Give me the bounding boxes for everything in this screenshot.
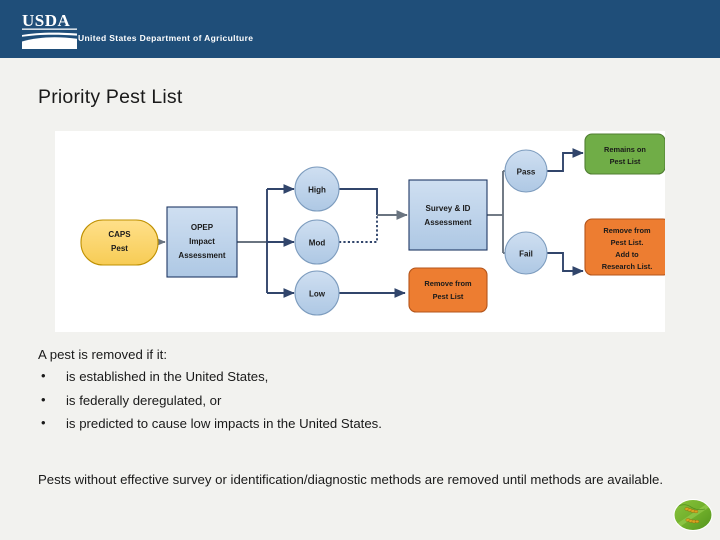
node-result-pass-label: Pass (517, 168, 536, 177)
node-opep-line-1: OPEP (191, 223, 214, 232)
node-survey-id-shape (408, 179, 488, 251)
node-remove-research-line-2: Pest List. (611, 238, 644, 247)
node-opep-assessment-shape (166, 206, 238, 278)
node-impact-mod-label: Mod (309, 239, 326, 248)
node-opep-assessment[interactable]: OPEP Impact Assessment (166, 206, 238, 278)
node-impact-low-label: Low (309, 290, 326, 299)
svg-text:USDA: USDA (22, 11, 71, 30)
node-result-pass-shape (504, 149, 548, 193)
node-impact-low[interactable]: Low (294, 270, 340, 316)
node-caps-pest-line-2: Pest (111, 244, 128, 253)
removal-criteria-block: A pest is removed if it: • is establishe… (38, 347, 688, 440)
list-item: • is federally deregulated, or (38, 391, 688, 410)
bullet-icon: • (41, 415, 46, 430)
removal-criteria-intro: A pest is removed if it: (38, 347, 167, 362)
usda-logo-icon: USDA (22, 11, 77, 49)
node-caps-pest-line-1: CAPS (108, 230, 131, 239)
edge-fail-to-research (547, 252, 584, 276)
node-result-fail[interactable]: Fail (504, 231, 548, 275)
page-title: Priority Pest List (38, 86, 183, 108)
node-impact-mod-shape (294, 219, 340, 265)
list-item-label: is federally deregulated, or (66, 392, 222, 408)
usda-header-banner: USDA United States Department of Agricul… (0, 0, 720, 58)
node-remove-add-research-list[interactable]: Remove from Pest List. Add to Research L… (584, 218, 665, 276)
node-remove-research-line-1: Remove from (603, 226, 651, 235)
node-remains-on-pest-list[interactable]: Remains on Pest List (584, 133, 665, 175)
node-result-fail-shape (504, 231, 548, 275)
node-remove-low-line-1: Remove from (424, 279, 472, 288)
node-remove-low-line-2: Pest List (433, 292, 464, 301)
node-impact-high-label: High (308, 186, 326, 195)
node-survey-id-assessment[interactable]: Survey & ID Assessment (408, 179, 488, 251)
node-remove-low-shape (408, 267, 488, 313)
list-item: • is established in the United States, (38, 368, 688, 386)
node-impact-high-shape (294, 166, 340, 212)
node-impact-mod[interactable]: Mod (294, 219, 340, 265)
node-opep-line-2: Impact (189, 237, 215, 246)
node-survey-id-line-1: Survey & ID (426, 204, 471, 213)
list-item-label: is established in the United States, (66, 369, 269, 384)
node-remove-research-line-3: Add to (615, 250, 639, 259)
node-opep-line-3: Assessment (178, 251, 225, 260)
list-item: • is predicted to cause low impacts in t… (38, 415, 688, 433)
node-impact-high[interactable]: High (294, 166, 340, 212)
node-impact-low-shape (294, 270, 340, 316)
pest-list-flowchart-panel: CAPS Pest OPEP Impact Assessment High Mo… (55, 131, 665, 332)
caterpillars-on-leaf-photo (673, 498, 713, 532)
node-caps-pest-shape (80, 219, 159, 266)
node-remove-from-pest-list[interactable]: Remove from Pest List (408, 267, 488, 313)
node-remove-research-shape (584, 218, 665, 276)
agency-wordmark: United States Department of Agriculture (78, 33, 254, 43)
node-remove-research-line-4: Research List. (602, 262, 653, 271)
node-remains-line-1: Remains on (604, 145, 646, 154)
pest-list-flowchart: CAPS Pest OPEP Impact Assessment High Mo… (80, 133, 665, 316)
closing-paragraph: Pests without effective survey or identi… (38, 472, 664, 487)
bullet-icon: • (41, 391, 46, 407)
node-survey-id-line-2: Assessment (424, 218, 471, 227)
bullet-icon: • (41, 368, 46, 383)
edge-high-to-survey (339, 188, 378, 215)
node-caps-pest[interactable]: CAPS Pest (80, 219, 159, 266)
edge-pass-to-remains (547, 148, 584, 172)
removal-criteria-list: • is established in the United States, •… (38, 368, 688, 433)
node-remains-line-2: Pest List (610, 157, 641, 166)
edge-mod-to-survey (339, 215, 378, 243)
list-item-label: is predicted to cause low impacts in the… (66, 416, 382, 431)
node-result-fail-label: Fail (519, 250, 533, 259)
node-remains-shape (584, 133, 665, 175)
node-result-pass[interactable]: Pass (504, 149, 548, 193)
